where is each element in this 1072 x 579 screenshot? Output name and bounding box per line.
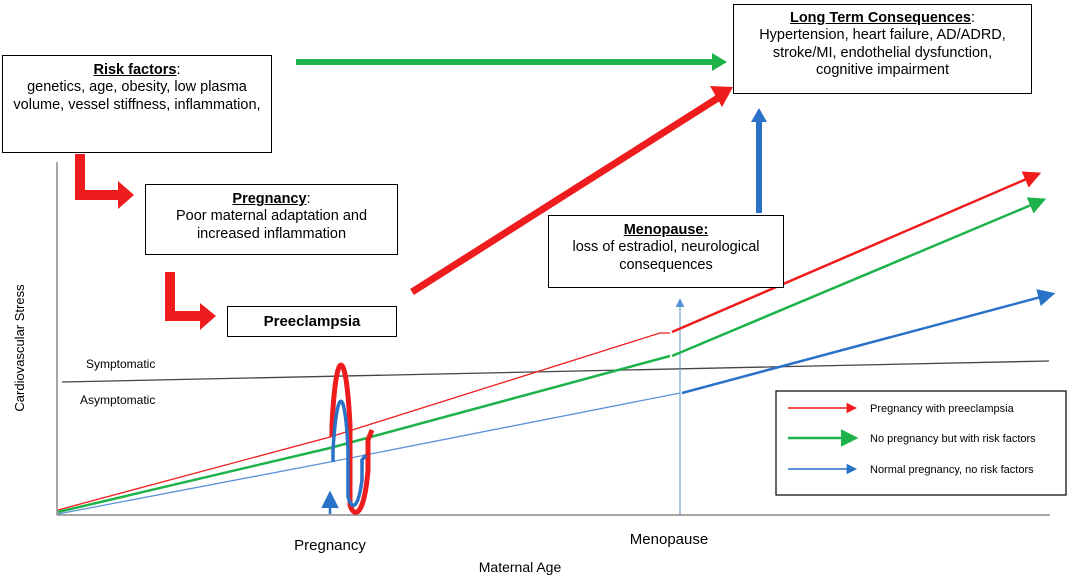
preeclampsia-to-long-term-arrowhead xyxy=(710,86,733,107)
menopause-text: loss of estradiol, neurological conseque… xyxy=(572,239,760,273)
x-axis-label: Maternal Age xyxy=(479,559,562,575)
preeclampsia-title: Preeclampsia xyxy=(263,313,361,330)
pregnancy-box: Pregnancy: Poor maternal adaptation and … xyxy=(145,184,398,255)
risk-factors-box: Risk factors: genetics, age, obesity, lo… xyxy=(2,55,272,153)
long-term-consequences-box: Long Term Consequences: Hypertension, he… xyxy=(733,4,1032,94)
trajectory-normal xyxy=(57,392,681,515)
risk-factors-title: Risk factors xyxy=(93,62,177,78)
threshold-label-above: Symptomatic xyxy=(86,357,155,371)
long-term-title-suffix: : xyxy=(970,10,976,26)
pregnancy-spike-preeclampsia xyxy=(329,362,375,515)
trajectory-risk-factors xyxy=(57,354,671,514)
x-tick-label: Menopause xyxy=(630,531,708,548)
pregnancy-title-suffix: : xyxy=(306,191,311,207)
legend-label: Normal pregnancy, no risk factors xyxy=(870,464,1034,476)
menopause-title: Menopause: xyxy=(623,222,709,238)
trajectory-preeclampsia xyxy=(57,332,670,511)
menopause-to-long-term-arrowhead xyxy=(751,108,767,122)
preeclampsia-to-long-term-arrow xyxy=(410,95,720,295)
menopause-box: Menopause: loss of estradiol, neurologic… xyxy=(548,215,784,288)
long-term-title: Long Term Consequences xyxy=(789,10,971,26)
risk-to-pregnancy-arrow xyxy=(75,154,118,200)
legend-label: No pregnancy but with risk factors xyxy=(870,433,1036,445)
risk-factors-text: genetics, age, obesity, low plasma volum… xyxy=(13,79,261,113)
pregnancy-spike-normal xyxy=(331,399,368,507)
preeclampsia-box: Preeclampsia xyxy=(227,306,397,337)
y-axis-label: Cardiovascular Stress xyxy=(12,284,27,412)
trajectory-normal-post xyxy=(681,289,1056,395)
risk-to-pregnancy-arrowhead xyxy=(118,181,134,209)
threshold-label-below: Asymptomatic xyxy=(80,393,155,407)
pregnancy-to-preeclampsia-arrowhead xyxy=(200,303,216,330)
legend-label: Pregnancy with preeclampsia xyxy=(870,403,1015,415)
pregnancy-title: Pregnancy xyxy=(232,191,307,207)
risk-factors-title-suffix: : xyxy=(176,62,181,78)
pregnancy-text: Poor maternal adaptation and increased i… xyxy=(175,208,368,242)
long-term-text: Hypertension, heart failure, AD/ADRD, st… xyxy=(759,27,1006,79)
threshold-line xyxy=(61,360,1050,383)
trajectory-preeclampsia-post xyxy=(671,171,1042,334)
trajectory-risk-factors-post xyxy=(671,197,1047,358)
risk-to-long-term-arrowhead xyxy=(712,53,727,71)
pregnancy-to-preeclampsia-arrow xyxy=(165,272,200,321)
x-tick-label: Pregnancy xyxy=(294,537,366,554)
